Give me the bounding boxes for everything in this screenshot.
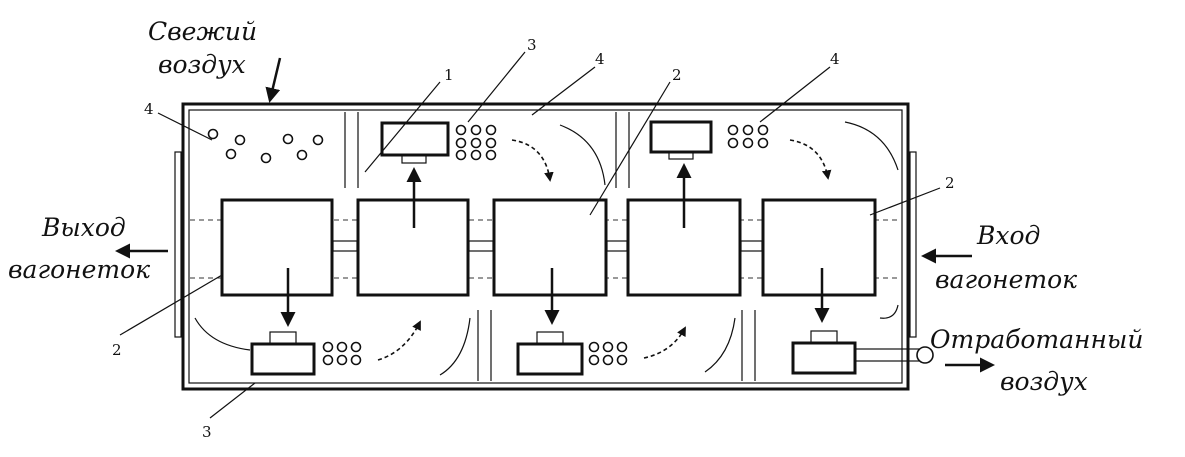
exit-label-line1: Выход <box>41 213 126 242</box>
airflow-arrows <box>280 163 830 327</box>
side-door-panels <box>174 151 917 338</box>
wagon-3 <box>492 198 608 297</box>
callout-1: 1 <box>444 66 454 84</box>
wagon-5 <box>761 198 877 297</box>
entry-label-line2: вагонеток <box>935 265 1077 294</box>
callout-3-top: 3 <box>527 36 537 54</box>
entry-label-line1: Вход <box>976 221 1040 250</box>
callout-leaders <box>119 51 941 419</box>
external-arrows <box>115 57 995 373</box>
fresh-air-label-line2: воздух <box>158 50 246 79</box>
callout-2-top: 2 <box>672 66 682 84</box>
wagons <box>220 198 877 297</box>
callout-4-mid: 4 <box>595 50 605 68</box>
fans-bottom <box>250 330 857 376</box>
callout-4-left: 4 <box>144 100 154 118</box>
callout-2-left: 2 <box>112 341 122 359</box>
callout-2-right: 2 <box>945 174 955 192</box>
fans-top <box>380 120 713 164</box>
air-deflectors <box>194 121 899 376</box>
curved-flow-arrows <box>377 139 832 361</box>
fresh-air-label-line1: Свежий <box>148 17 257 46</box>
exit-label-line2: вагонеток <box>8 255 150 284</box>
callout-3-bottom: 3 <box>202 423 212 441</box>
exhaust-pipe <box>854 346 934 364</box>
exhaust-label-line1: Отработанный <box>930 325 1143 354</box>
heater-coils <box>322 124 769 366</box>
exhaust-label-line2: воздух <box>1000 367 1088 396</box>
scattered-rings <box>207 128 324 164</box>
callout-4-right: 4 <box>830 50 840 68</box>
wagon-1 <box>220 198 334 297</box>
